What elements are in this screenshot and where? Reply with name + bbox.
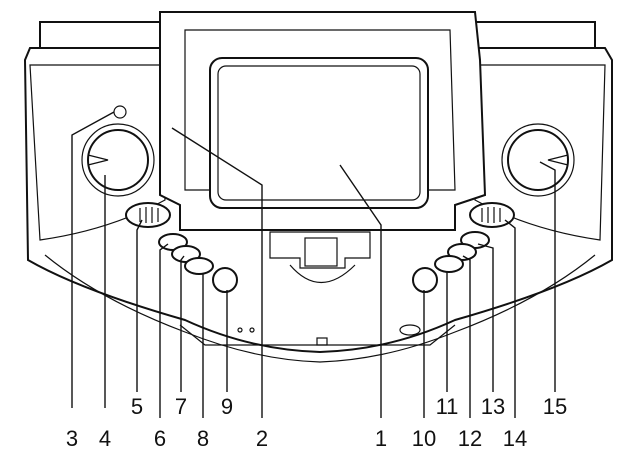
button-9 (212, 267, 238, 293)
leader-7 (180, 255, 185, 392)
callout-4: 4 (99, 426, 111, 451)
latch-tab (304, 237, 338, 267)
mode-button-left-ridges (139, 207, 159, 223)
top-housing (39, 21, 166, 49)
callout-9: 9 (221, 394, 233, 419)
callout-8: 8 (197, 426, 209, 451)
volume-knob-pointer (87, 154, 109, 166)
callout-3: 3 (66, 426, 78, 451)
tuning-knob-pointer (547, 154, 569, 166)
leader-14 (504, 219, 516, 418)
callout-6: 6 (154, 426, 166, 451)
right-panel (474, 64, 606, 241)
lid-latch (269, 231, 371, 269)
callout-7: 7 (175, 394, 187, 419)
callout-14: 14 (503, 426, 527, 451)
callout-2: 2 (256, 426, 268, 451)
lcd-screen-inner (217, 65, 421, 201)
left-panel (29, 64, 166, 241)
top-housing-right (469, 21, 596, 49)
jack-2 (249, 327, 255, 333)
mode-button-right (469, 202, 515, 228)
callout-11: 11 (436, 394, 459, 419)
button-10 (412, 267, 438, 293)
leader-6 (159, 243, 169, 418)
leader-12 (462, 255, 471, 418)
leader-lines (71, 111, 556, 418)
tuning-knob (507, 129, 569, 191)
mode-button-right-ridges (481, 207, 501, 223)
disc-window (289, 264, 356, 284)
callout-5: 5 (131, 394, 143, 419)
front-port (399, 324, 421, 336)
leader-13 (477, 243, 494, 392)
base-curve (44, 254, 596, 363)
leader-5 (136, 219, 143, 392)
mode-button-left (125, 202, 171, 228)
leader-15 (539, 161, 556, 392)
volume-knob-ring (81, 123, 155, 197)
button-8 (184, 257, 214, 275)
callout-1: 1 (375, 426, 387, 451)
callout-10: 10 (412, 426, 436, 451)
leader-2 (171, 127, 263, 418)
lcd-screen (209, 57, 429, 209)
tuning-knob-ring (501, 123, 575, 197)
front-slot (316, 337, 328, 346)
callout-15: 15 (543, 394, 567, 419)
callout-12: 12 (458, 426, 482, 451)
jack-1 (237, 327, 243, 333)
volume-knob (87, 129, 149, 191)
leader-1 (339, 164, 382, 418)
callout-13: 13 (481, 394, 505, 419)
button-11 (434, 255, 464, 273)
leader-3 (71, 111, 115, 408)
